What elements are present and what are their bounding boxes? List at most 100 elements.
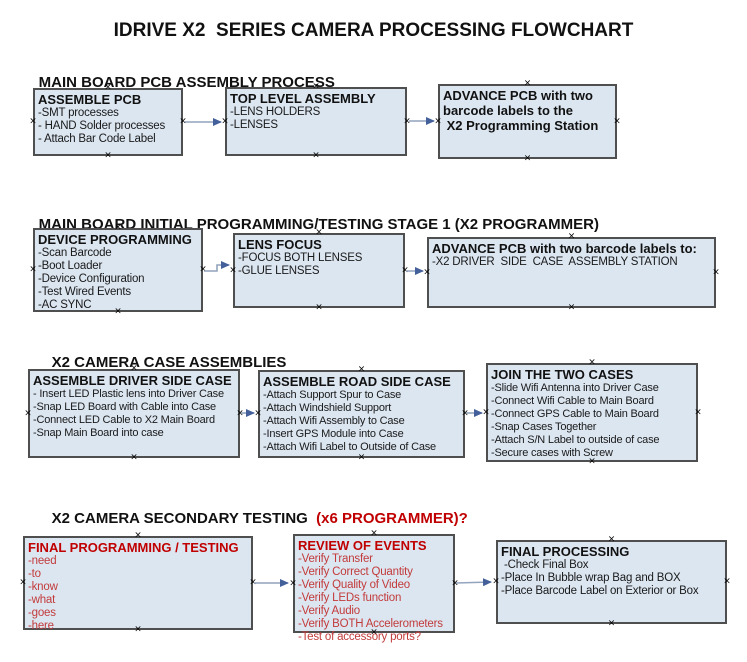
box-item: -Verify Quality of Video — [298, 579, 410, 591]
box-item: -X2 DRIVER SIDE CASE ASSEMBLY STATION — [432, 256, 678, 268]
connection-handle-icon: × — [482, 407, 490, 417]
connection-handle-icon: × — [712, 267, 720, 277]
box-item: -Attach S/N Label to outside of case — [491, 434, 660, 446]
connection-handle-icon: × — [114, 306, 122, 317]
box-item: -Verify BOTH Accelerometers — [298, 618, 443, 630]
box-title: TOP LEVEL ASSEMBLY — [230, 91, 376, 106]
connection-handle-icon: × — [588, 456, 596, 467]
connection-handle-icon: × — [29, 116, 37, 127]
connection-handle-icon: × — [114, 222, 122, 233]
connection-handle-icon: × — [451, 578, 459, 588]
connection-handle-icon: × — [249, 577, 257, 588]
box-item: -Verify Audio — [298, 605, 360, 617]
connector-arrow-d-e[interactable] — [204, 261, 230, 272]
flowchart-box-g[interactable]: ASSEMBLE DRIVER SIDE CASE- Insert LED Pl… — [24, 364, 244, 462]
connection-handle-icon: × — [24, 408, 32, 418]
connection-handle-icon: × — [221, 116, 229, 126]
box-item: -Test of accessory ports? — [298, 631, 421, 643]
box-title: LENS FOCUS — [238, 237, 322, 252]
box-item: -know — [28, 581, 58, 593]
box-item: -GLUE LENSES — [238, 265, 320, 277]
box-item: -AC SYNC — [38, 299, 92, 311]
connection-handle-icon: × — [104, 82, 112, 93]
flowchart-box-d[interactable]: DEVICE PROGRAMMING-Scan Barcode-Boot Loa… — [29, 223, 207, 316]
box-item: -Scan Barcode — [38, 247, 112, 259]
box-item: -Snap Cases Together — [491, 421, 597, 433]
box-title: ASSEMBLE DRIVER SIDE CASE — [33, 373, 232, 388]
flowchart-box-b[interactable]: TOP LEVEL ASSEMBLY-LENS HOLDERS-LENSES××… — [221, 82, 411, 160]
connection-handle-icon: × — [403, 116, 411, 126]
box-item: -Slide Wifi Antenna into Driver Case — [491, 382, 659, 394]
connection-handle-icon: × — [357, 452, 366, 463]
flowchart-box-h[interactable]: ASSEMBLE ROAD SIDE CASE-Attach Support S… — [254, 365, 469, 462]
box-item: - HAND Solder processes — [38, 120, 166, 132]
connection-handle-icon: × — [289, 578, 297, 588]
connection-handle-icon: × — [254, 408, 262, 419]
box-item: -Secure cases with Screw — [491, 447, 613, 459]
flowchart-box-l[interactable]: FINAL PROCESSING -Check Final Box-Place … — [492, 535, 731, 628]
connection-handle-icon: × — [315, 227, 323, 238]
section-heading-pcb-assembly: MAIN BOARD PCB ASSEMBLY PROCESS — [22, 57, 335, 108]
connection-handle-icon: × — [29, 264, 37, 275]
box-item: -Test Wired Events — [38, 286, 131, 298]
box-item: -Insert GPS Module into Case — [263, 428, 404, 440]
box-title: JOIN THE TWO CASES — [491, 367, 634, 382]
section-heading-suffix: (x6 PROGRAMMER)? — [311, 510, 468, 527]
page-title: IDRIVE X2 SERIES CAMERA PROCESSING FLOWC… — [113, 20, 634, 41]
connection-handle-icon: × — [461, 408, 469, 419]
connection-handle-icon: × — [312, 81, 320, 92]
connection-handle-icon: × — [567, 231, 576, 242]
connection-handle-icon: × — [723, 576, 731, 587]
connection-handle-icon: × — [199, 264, 207, 275]
section-heading-secondary-testing: X2 CAMERA SECONDARY TESTING (x6 PROGRAMM… — [35, 493, 468, 544]
section-heading-case-assemblies: X2 CAMERA CASE ASSEMBLIES — [35, 337, 287, 388]
connection-handle-icon: × — [104, 150, 112, 161]
box-item: -Connect LED Cable to X2 Main Board — [33, 414, 215, 426]
flowchart-box-j[interactable]: FINAL PROGRAMMING / TESTING-need-to-know… — [19, 531, 257, 634]
box-item: -Place In Bubble wrap Bag and BOX — [501, 572, 681, 584]
box-item: -Connect Wifi Cable to Main Board — [491, 395, 654, 407]
flowchart-box-f[interactable]: ADVANCE PCB with two barcode labels to:-… — [423, 232, 720, 312]
flowchart-box-c[interactable]: ADVANCE PCB with two barcode labels to t… — [434, 79, 621, 163]
section-heading-text: X2 CAMERA CASE ASSEMBLIES — [51, 354, 287, 371]
connection-handle-icon: × — [492, 576, 500, 587]
box-item: -goes — [28, 607, 56, 619]
connection-handle-icon: × — [19, 577, 27, 588]
section-heading-text: MAIN BOARD PCB ASSEMBLY PROCESS — [38, 74, 335, 91]
connector-arrow-k-l[interactable] — [455, 578, 492, 587]
connection-handle-icon: × — [134, 530, 142, 541]
flowchart-box-i[interactable]: JOIN THE TWO CASES-Slide Wifi Antenna in… — [482, 358, 702, 466]
box-title: DEVICE PROGRAMMING — [38, 232, 192, 247]
box-item: -LENS HOLDERS — [230, 106, 321, 118]
connection-handle-icon: × — [312, 150, 320, 161]
box-title: ASSEMBLE PCB — [38, 92, 142, 107]
connection-handle-icon: × — [607, 618, 616, 629]
flowchart-box-k[interactable]: REVIEW OF EVENTS-Verify Transfer-Verify … — [289, 529, 459, 643]
connection-handle-icon: × — [434, 116, 442, 126]
connection-handle-icon: × — [130, 363, 138, 374]
box-title: FINAL PROCESSING — [501, 544, 630, 559]
connection-handle-icon: × — [588, 357, 596, 368]
box-item: -to — [28, 568, 41, 580]
connection-handle-icon: × — [423, 267, 431, 277]
box-title: REVIEW OF EVENTS — [298, 538, 427, 553]
connection-handle-icon: × — [370, 627, 378, 638]
box-item: - Insert LED Plastic lens into Driver Ca… — [33, 388, 224, 400]
connection-handle-icon: × — [179, 116, 187, 127]
connection-handle-icon: × — [607, 534, 616, 545]
box-title: ASSEMBLE ROAD SIDE CASE — [263, 374, 451, 389]
box-title: ADVANCE PCB with two barcode labels to: — [432, 241, 697, 256]
connection-handle-icon: × — [523, 78, 532, 89]
box-item: -Device Configuration — [38, 273, 145, 285]
box-item: -Check Final Box — [501, 559, 589, 571]
box-item: -Snap Main Board into case — [33, 427, 164, 439]
box-item: -what — [28, 594, 56, 606]
flowchart-box-e[interactable]: LENS FOCUS-FOCUS BOTH LENSES-GLUE LENSES… — [229, 228, 409, 312]
box-item: -FOCUS BOTH LENSES — [238, 252, 363, 264]
box-item: -Attach Windshield Support — [263, 402, 392, 414]
connection-handle-icon: × — [229, 265, 237, 275]
connection-handle-icon: × — [357, 364, 366, 375]
box-item: -Attach Support Spur to Case — [263, 389, 402, 401]
flowchart-box-a[interactable]: ASSEMBLE PCB-SMT processes- HAND Solder … — [29, 83, 187, 160]
